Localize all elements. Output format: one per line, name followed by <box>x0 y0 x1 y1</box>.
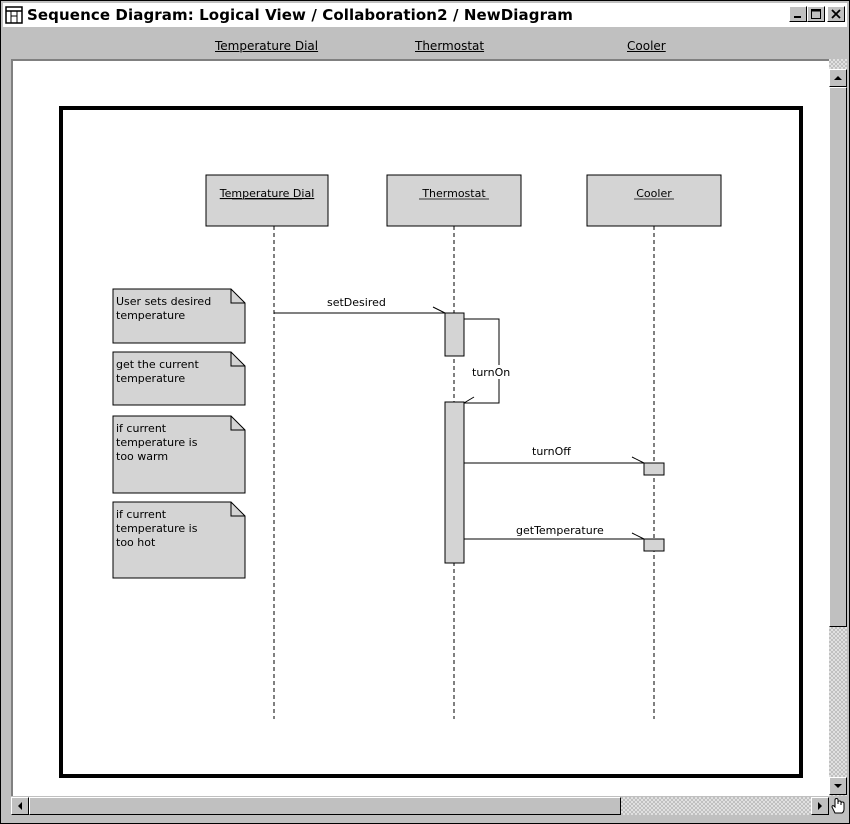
note[interactable]: get the current temperature <box>112 351 246 406</box>
header-object-thermostat[interactable]: Thermostat <box>415 39 485 53</box>
sequence-diagram: Temperature Dial Thermostat Cooler <box>59 106 803 778</box>
minimize-button[interactable] <box>789 6 807 22</box>
close-icon <box>831 9 841 19</box>
activation-thermostat-2 <box>444 401 465 564</box>
note[interactable]: if current temperature is too warm <box>112 415 246 494</box>
sequence-diagram-icon <box>5 6 23 24</box>
object-label: Thermostat <box>421 187 486 200</box>
object-temperature-dial[interactable]: Temperature Dial <box>205 174 329 227</box>
svg-text:too warm: too warm <box>116 450 168 463</box>
arrow-up-icon <box>834 76 842 80</box>
hand-cursor-icon <box>831 797 845 814</box>
arrow-right-icon <box>818 802 822 810</box>
note-line: User sets desired <box>116 295 211 308</box>
svg-text:get the current: get the current <box>116 358 199 371</box>
svg-text:too hot: too hot <box>116 536 156 549</box>
note-line: if current <box>116 508 167 521</box>
message-turnoff[interactable]: turnOff <box>464 445 645 464</box>
svg-text:temperature is: temperature is <box>116 436 198 449</box>
object-cooler[interactable]: Cooler <box>586 174 722 227</box>
scroll-down-button[interactable] <box>829 777 847 795</box>
message-label: turnOn <box>472 366 510 379</box>
message-label: setDesired <box>327 296 386 309</box>
scroll-up-button[interactable] <box>829 69 847 87</box>
message-setdesired[interactable]: setDesired <box>274 296 446 314</box>
page-border <box>59 106 803 778</box>
diagram-canvas[interactable]: Temperature Dial Thermostat Cooler <box>11 59 829 796</box>
message-label: turnOff <box>532 445 571 458</box>
window-title: Sequence Diagram: Logical View / Collabo… <box>27 6 574 24</box>
arrow-left-icon <box>18 802 22 810</box>
svg-text:User sets desired: User sets desired <box>116 295 211 308</box>
arrow-down-icon <box>834 784 842 788</box>
svg-text:if current: if current <box>116 422 167 435</box>
message-gettemperature[interactable]: getTemperature <box>464 524 645 540</box>
horizontal-scroll-thumb[interactable] <box>29 797 621 815</box>
object-header-bar: Temperature Dial Thermostat Cooler <box>3 29 847 57</box>
note-line: temperature <box>116 372 185 385</box>
vertical-scroll-thumb[interactable] <box>829 87 847 627</box>
object-thermostat[interactable]: Thermostat <box>386 174 522 227</box>
note-line: temperature is <box>116 436 198 449</box>
maximize-icon <box>811 9 821 19</box>
object-label: Cooler <box>636 187 672 200</box>
note[interactable]: User sets desired temperature <box>112 288 246 344</box>
svg-text:temperature: temperature <box>116 309 185 322</box>
scroll-corner <box>829 797 847 815</box>
vertical-scrollbar[interactable] <box>829 59 847 796</box>
svg-text:temperature is: temperature is <box>116 522 198 535</box>
scroll-right-button[interactable] <box>811 797 829 815</box>
note-line: too hot <box>116 536 156 549</box>
svg-text:temperature: temperature <box>116 372 185 385</box>
minimize-icon <box>794 16 801 18</box>
scroll-left-button[interactable] <box>11 797 29 815</box>
note-line: get the current <box>116 358 199 371</box>
activation-cooler-2 <box>643 538 665 552</box>
note-line: if current <box>116 422 167 435</box>
message-turnon[interactable]: turnOn <box>463 318 521 404</box>
message-label: getTemperature <box>516 524 604 537</box>
note-line: too warm <box>116 450 168 463</box>
note-line: temperature <box>116 309 185 322</box>
title-bar[interactable]: Sequence Diagram: Logical View / Collabo… <box>3 3 847 27</box>
maximize-button[interactable] <box>807 6 825 22</box>
note-line: temperature is <box>116 522 198 535</box>
header-object-cooler[interactable]: Cooler <box>627 39 666 53</box>
close-button[interactable] <box>827 6 845 22</box>
svg-text:if current: if current <box>116 508 167 521</box>
header-object-temperature-dial[interactable]: Temperature Dial <box>215 39 319 53</box>
horizontal-scrollbar[interactable] <box>11 797 829 815</box>
activation-thermostat-1 <box>444 312 465 357</box>
object-label: Temperature Dial <box>219 187 315 200</box>
activation-cooler-1 <box>643 462 665 476</box>
note[interactable]: if current temperature is too hot <box>112 501 246 579</box>
